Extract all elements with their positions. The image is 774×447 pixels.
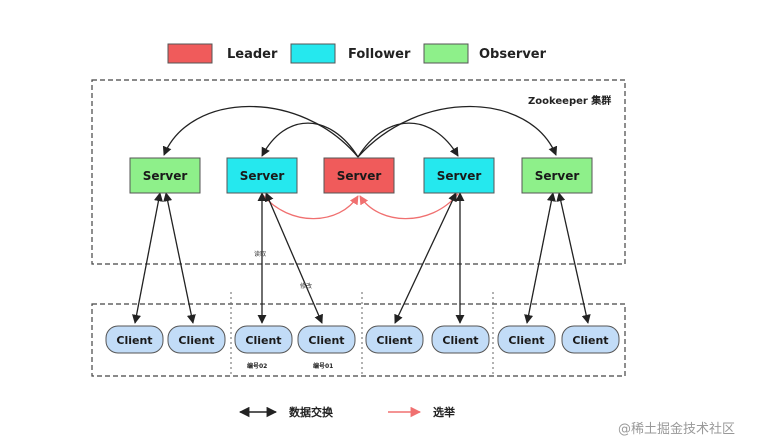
link-server4-client5 <box>394 192 457 324</box>
client-node-7: Client <box>497 325 556 354</box>
link-server1-client1 <box>132 192 163 324</box>
bottom-legend: 数据交换 选举 <box>238 405 456 419</box>
legend: Leader Follower Observer <box>167 43 547 64</box>
arc-leader-to-server-1 <box>162 105 359 158</box>
client-node-2: Client <box>167 325 226 354</box>
server-node-3-leader: Server <box>323 157 395 194</box>
server-label: Server <box>337 169 382 183</box>
client-boundary <box>91 303 626 377</box>
client-node-6: Client <box>431 325 490 354</box>
legend-leader-swatch <box>167 43 213 64</box>
write-annotation: 修改 <box>300 282 312 290</box>
client-label: Client <box>442 334 478 347</box>
server-label: Server <box>143 169 188 183</box>
cluster-boundary <box>91 79 626 265</box>
client-label: Client <box>116 334 152 347</box>
client-node-4: Client <box>297 325 356 354</box>
servers: Server Server Server Server Server <box>129 157 593 194</box>
link-server5-client8 <box>556 192 591 324</box>
client-label: Client <box>245 334 281 347</box>
arc-leader-to-server-5 <box>357 105 558 158</box>
client-label: Client <box>308 334 344 347</box>
client-node-5: Client <box>365 325 424 354</box>
client-node-3: Client <box>234 325 293 354</box>
data-exchange-label: 数据交换 <box>289 405 334 419</box>
server-node-4: Server <box>423 157 495 194</box>
leader-sync-arcs <box>162 105 558 158</box>
election-arcs <box>261 193 459 220</box>
data-exchange-lines <box>132 192 591 324</box>
server-node-1: Server <box>129 157 201 194</box>
arc-leader-to-server-4 <box>357 122 459 158</box>
election-arc-left <box>261 193 359 220</box>
link-server1-client2 <box>163 192 196 324</box>
client-label: Client <box>572 334 608 347</box>
legend-leader-label: Leader <box>227 47 278 62</box>
server-label: Server <box>240 169 285 183</box>
election-arc-right <box>359 193 459 220</box>
server-label: Server <box>437 169 482 183</box>
read-annotation: 读取 <box>254 250 266 258</box>
legend-follower-swatch <box>290 43 336 64</box>
legend-observer-swatch <box>423 43 469 64</box>
clients: Client Client Client Client Client Clien… <box>105 325 620 354</box>
link-server2-client4 <box>265 192 323 324</box>
client-label: Client <box>178 334 214 347</box>
client-label: Client <box>376 334 412 347</box>
election-label: 选举 <box>433 405 456 419</box>
link-server5-client7 <box>524 192 556 324</box>
legend-observer-label: Observer <box>479 47 547 62</box>
client-node-1: Client <box>105 325 164 354</box>
client-id-01: 编号01 <box>313 362 333 370</box>
legend-follower-label: Follower <box>348 47 411 62</box>
watermark: @稀土掘金技术社区 <box>618 421 735 437</box>
client-node-8: Client <box>561 325 620 354</box>
client-label: Client <box>508 334 544 347</box>
server-label: Server <box>535 169 580 183</box>
client-id-02: 编号02 <box>247 362 267 370</box>
arc-leader-to-server-2 <box>261 122 359 158</box>
cluster-label: Zookeeper 集群 <box>528 94 611 107</box>
server-node-2: Server <box>226 157 298 194</box>
server-node-5: Server <box>521 157 593 194</box>
